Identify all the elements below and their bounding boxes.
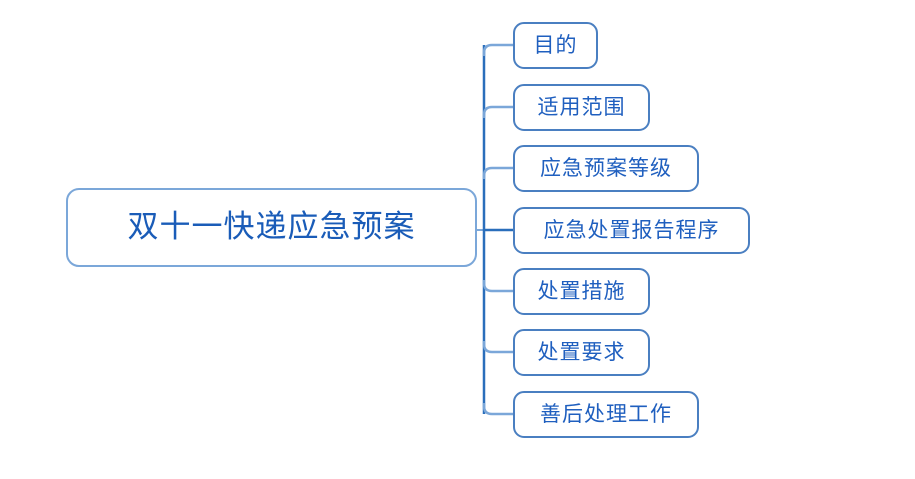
child-node-4[interactable]: 应急处置报告程序 <box>513 207 750 254</box>
branch-connector-3 <box>482 166 513 179</box>
child-node-3[interactable]: 应急预案等级 <box>513 145 699 192</box>
child-node-label: 应急预案等级 <box>540 156 672 180</box>
branch-connector-1 <box>482 43 513 56</box>
branch-connector-2 <box>482 105 513 118</box>
child-node-label: 应急处置报告程序 <box>543 218 720 242</box>
child-node-label: 处置措施 <box>537 279 626 303</box>
root-node-label: 双十一快递应急预案 <box>127 209 416 245</box>
child-node-6[interactable]: 处置要求 <box>513 329 650 376</box>
child-node-5[interactable]: 处置措施 <box>513 268 650 315</box>
child-node-2[interactable]: 适用范围 <box>513 84 650 131</box>
root-node[interactable]: 双十一快递应急预案 <box>66 188 477 267</box>
child-node-label: 善后处理工作 <box>540 402 672 426</box>
child-node-label: 目的 <box>533 33 578 57</box>
branch-connector-6 <box>482 341 513 354</box>
child-node-1[interactable]: 目的 <box>513 22 598 69</box>
branch-connector-5 <box>482 280 513 293</box>
child-node-7[interactable]: 善后处理工作 <box>513 391 699 438</box>
branch-connector-7 <box>482 403 513 416</box>
child-node-label: 处置要求 <box>537 340 626 364</box>
child-node-label: 适用范围 <box>537 95 626 119</box>
